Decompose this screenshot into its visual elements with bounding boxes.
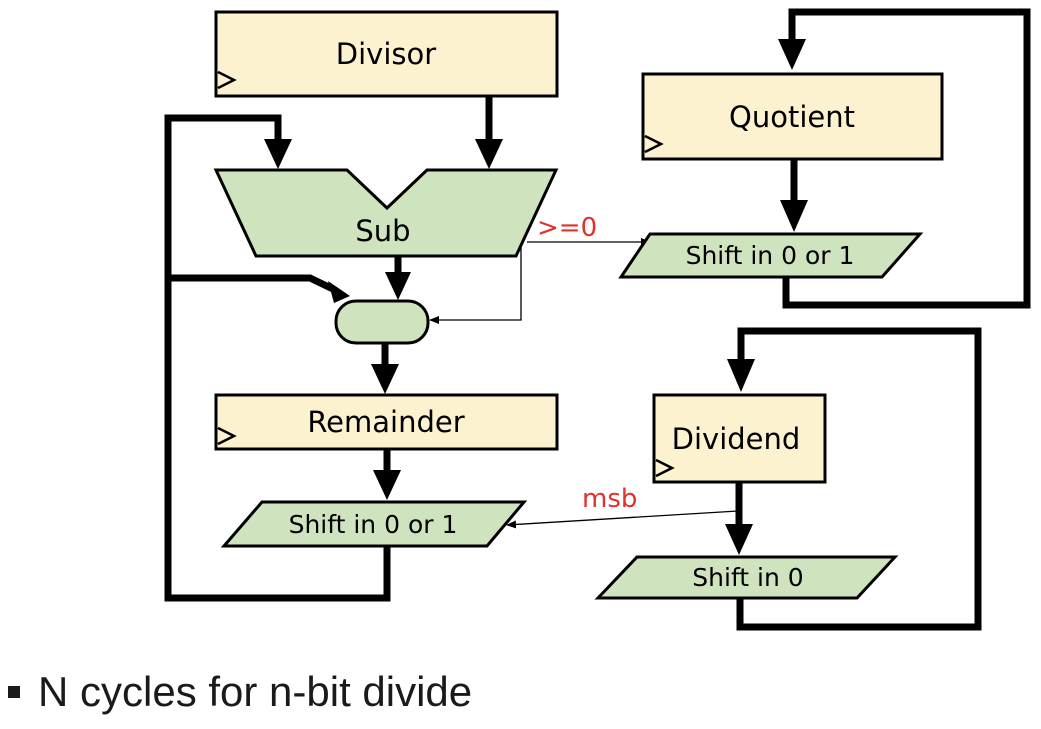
- mux-left-input-arrowhead: [328, 281, 350, 303]
- bullet-item: N cycles for n-bit divide: [8, 668, 472, 716]
- bullet-square-icon: [8, 686, 20, 698]
- remainder-shift-block: Shift in 0 or 1: [220, 500, 528, 548]
- ge0-to-mux-wire: [429, 243, 522, 324]
- mux-to-remainder-arrowhead: [371, 364, 399, 394]
- quotient-register: Quotient: [641, 72, 944, 161]
- dividend-shift-label: Shift in 0: [692, 563, 803, 592]
- clock-icon: [644, 134, 664, 154]
- sub-right-input-arrowhead: [475, 139, 503, 169]
- dividend-to-shift-arrowhead: [725, 524, 753, 555]
- dividend-register: Dividend: [652, 393, 827, 484]
- msb-label: msb: [582, 484, 637, 514]
- quotient-input-arrowhead: [778, 39, 806, 70]
- divisor-register: Divisor: [214, 10, 559, 98]
- remainder-label: Remainder: [307, 405, 464, 439]
- mux-left-input-wire: [168, 274, 337, 294]
- quotient-shift-label: Shift in 0 or 1: [686, 241, 855, 270]
- dividend-shift-block: Shift in 0: [594, 555, 899, 600]
- bullet-text: N cycles for n-bit divide: [38, 668, 473, 715]
- mux: [334, 299, 430, 345]
- quotient-to-shift-arrowhead: [780, 200, 808, 232]
- ge0-label: >=0: [537, 213, 597, 243]
- msb-wire: [506, 510, 739, 529]
- sub-label: Sub: [355, 214, 410, 248]
- sub-alu: Sub: [213, 168, 559, 258]
- remainder-to-shift-arrowhead: [373, 470, 401, 500]
- dividend-label: Dividend: [672, 422, 801, 456]
- remainder-register: Remainder: [214, 393, 559, 451]
- remainder-feedback-wire: [164, 114, 391, 602]
- divisor-label: Divisor: [336, 37, 436, 71]
- quotient-feedback-wire: [782, 8, 1031, 309]
- sub-left-input-arrowhead: [264, 139, 292, 169]
- clock-icon: [217, 426, 237, 446]
- dividend-feedback-wire: [736, 327, 982, 631]
- clock-icon: [655, 458, 675, 478]
- remainder-shift-label: Shift in 0 or 1: [289, 510, 458, 539]
- quotient-shift-block: Shift in 0 or 1: [618, 232, 924, 279]
- quotient-label: Quotient: [729, 100, 855, 134]
- sub-to-mux-arrowhead: [385, 272, 411, 300]
- clock-icon: [217, 70, 237, 90]
- dividend-input-arrowhead: [727, 359, 755, 392]
